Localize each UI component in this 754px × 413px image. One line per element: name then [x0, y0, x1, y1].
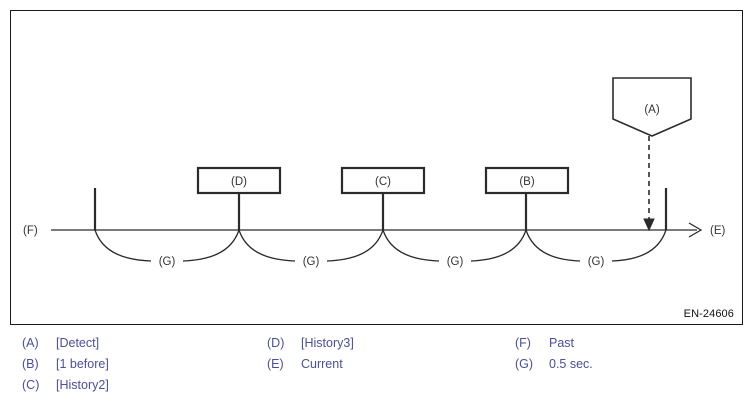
detect-callout-shape [612, 77, 692, 137]
figure-id-label: EN-24606 [683, 308, 734, 320]
axis-label-current: (E) [710, 225, 726, 237]
legend-column-2: (D) [History3] (E) Current [267, 333, 354, 375]
interval-label-4: (G) [588, 256, 605, 268]
legend-value-g: 0.5 sec. [549, 357, 593, 371]
timeline-axis-arrowhead [688, 222, 703, 238]
legend-column-3: (F) Past (G) 0.5 sec. [515, 333, 593, 375]
legend-key-e: (E) [267, 357, 284, 371]
timeline-diagram: (F) (E) (D) (C) (B) (G) (G) [23, 77, 726, 268]
legend-column-1: (A) [Detect] (B) [1 before] (C) [History2] [22, 333, 109, 396]
interval-arc-4-right [611, 229, 667, 262]
legend: (A)[Detect] (B)[1 before] (C)[History2] … [10, 333, 743, 407]
legend-item-c: (C) [History2] [22, 375, 109, 396]
legend-value-c: [History2] [56, 378, 109, 392]
legend-item-f: (F) Past [515, 333, 593, 354]
event-box-history3 [196, 166, 282, 195]
interval-label-3: (G) [447, 256, 464, 268]
axis-label-past: (F) [23, 225, 38, 237]
interval-arc-3-left [382, 229, 440, 262]
interval-arc-3-right [470, 229, 527, 262]
interval-arc-4-left [525, 229, 581, 262]
interval-arc-1-right [182, 229, 240, 262]
legend-item-d: (D) [History3] [267, 333, 354, 354]
event-box-history2 [340, 166, 426, 195]
interval-arc-2-right [326, 229, 384, 262]
event-box-label-history3: (D) [231, 176, 247, 188]
legend-item-g: (G) 0.5 sec. [515, 354, 593, 375]
event-box-label-1before: (B) [519, 176, 535, 188]
legend-key-g: (G) [515, 357, 534, 371]
detect-callout-arrowhead [643, 218, 655, 232]
legend-value-f: Past [549, 336, 575, 350]
figure-frame: (F) (E) (D) (C) (B) (G) (G) [10, 10, 743, 325]
legend-key-b: (B) [22, 357, 39, 371]
legend-value-a: [Detect] [56, 336, 100, 350]
legend-key-a: (A) [22, 336, 39, 350]
legend-item-b: (B) [1 before] [22, 354, 109, 375]
event-box-1before [484, 166, 570, 195]
legend-value-d: [History3] [301, 336, 354, 350]
interval-label-1: (G) [159, 256, 176, 268]
legend-value-b: [1 before] [56, 357, 109, 371]
legend-key-f: (F) [515, 336, 531, 350]
interval-arc-2-left [238, 229, 296, 262]
legend-value-e: Current [301, 357, 343, 371]
legend-item-a: (A) [Detect] [22, 333, 109, 354]
detect-callout-label: (A) [644, 104, 660, 116]
legend-key-c: (C) [22, 378, 40, 392]
event-box-label-history2: (C) [375, 176, 391, 188]
legend-item-e: (E) Current [267, 354, 354, 375]
interval-arc-1-left [94, 229, 152, 262]
interval-label-2: (G) [303, 256, 320, 268]
legend-key-d: (D) [267, 336, 285, 350]
